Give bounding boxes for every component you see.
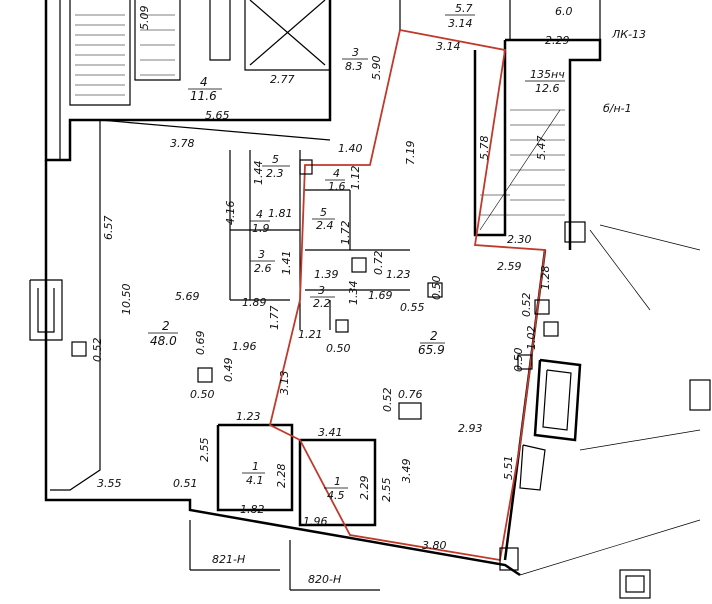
label-stair-top: 5.09 [138,6,151,31]
dim: 1.23 [236,410,261,423]
dim: 1.44 [252,161,265,186]
room-num: 1 [334,475,341,488]
stair-hatch [75,14,565,231]
dim: 0.72 [372,251,385,276]
room-num: 4 [256,208,263,221]
dim: 1.02 [525,326,538,351]
room-area: 1.6 [328,180,346,193]
dim: 7.19 [404,141,417,166]
dim: 1.96 [232,340,257,353]
dim: 3.80 [422,539,447,552]
dim: 2.55 [198,438,211,463]
label-bn1: б/н-1 [603,102,632,115]
room-num: 3 [352,46,359,59]
dim: 1.69 [368,289,393,302]
dim: 2.77 [270,73,295,86]
dim: 5.78 [478,136,491,161]
label-821n: 821-Н [212,553,245,566]
location-labels: ЛК-13 б/н-1 821-Н 820-Н 5.09 [138,6,646,587]
room-num: 5 [272,153,279,166]
dim: 0.76 [398,388,423,401]
dim: 1.23 [386,268,411,281]
room-num: 4 [333,167,340,180]
dim: 0.52 [381,388,394,413]
dim: 0.49 [222,358,235,383]
dim: 0.69 [194,331,207,356]
dim: 10.50 [120,284,133,316]
dim: 2.93 [458,422,483,435]
room-num: 3 [318,284,325,297]
dim: 3.49 [400,459,413,484]
dim: 0.55 [400,301,425,314]
room-area: 2.29 [545,34,570,47]
dim: 1.40 [338,142,363,155]
dim: 0.50 [190,388,215,401]
room-area: 4.1 [246,474,264,487]
dim: 3.41 [318,426,343,439]
dim: 2.29 [358,476,371,501]
label-820n: 820-Н [308,573,341,586]
dim: 1.12 [349,166,362,191]
room-area: 2.2 [313,297,331,310]
dim: 1.41 [280,251,293,276]
dim: 6.57 [102,216,115,241]
room-num: 135нч [530,68,565,81]
dim: 5.90 [370,56,383,81]
room-area: 2.4 [316,219,334,232]
dim: 1.89 [242,296,267,309]
dim: 2.59 [497,260,522,273]
dim: 1.28 [539,266,552,291]
dim: 5.65 [205,109,230,122]
dim: 0.51 [173,477,198,490]
dim: 0.52 [91,338,104,363]
room-area: 11.6 [190,89,217,103]
room-num: 2 [162,319,170,333]
dim: 2.30 [507,233,532,246]
dim: 1.34 [347,281,360,306]
dim: 2.28 [275,464,288,489]
room-area: 65.9 [418,343,445,357]
room-area: 1.9 [252,222,270,235]
room-area: 2.6 [254,262,272,275]
room-area: 8.3 [345,60,363,73]
dim: 5.69 [175,290,200,303]
dim: 4.16 [224,201,237,226]
dim: 0.50 [430,276,443,301]
room-area: 4.5 [327,489,345,502]
dim: 1.21 [298,328,323,341]
dim: 3.55 [97,477,122,490]
dim: 1.96 [303,515,328,528]
room-num: 3 [258,248,265,261]
dim: 3.13 [278,371,291,396]
walls [29,0,711,599]
room-area: 2.3 [266,167,284,180]
room-area: 12.6 [535,82,560,95]
highlight-boundary [268,29,547,562]
room-num: 4 [200,75,208,89]
room-area: 48.0 [150,334,177,348]
dim: 5.51 [502,456,515,481]
room-num: 6.0 [555,5,573,18]
room-area: 3.14 [448,17,473,30]
room-num: 5 [320,206,327,219]
room-labels: 2 65.9 2 48.0 4 11.6 3 8.3 5 2.3 4 1.6 4… [148,2,573,502]
dim: 3.14 [436,40,461,53]
dim: 3.78 [170,137,195,150]
dim: 1.72 [339,221,352,246]
dim: 5.47 [535,136,548,161]
dim: 2.55 [380,478,393,503]
dim: 1.39 [314,268,339,281]
dimension-labels: 3.14 5.90 2.77 5.65 1.40 3.78 7.19 5.78 … [91,40,552,552]
fixtures [71,159,559,571]
dim: 0.52 [520,293,533,318]
dim: 1.82 [240,503,265,516]
dim: 1.81 [268,207,293,220]
label-lk13: ЛК-13 [611,28,646,41]
room-num: 2 [430,329,438,343]
dim: 1.77 [268,306,281,331]
room-num: 5.7 [455,2,473,15]
room-num: 1 [252,460,259,473]
dim: 0.50 [326,342,351,355]
